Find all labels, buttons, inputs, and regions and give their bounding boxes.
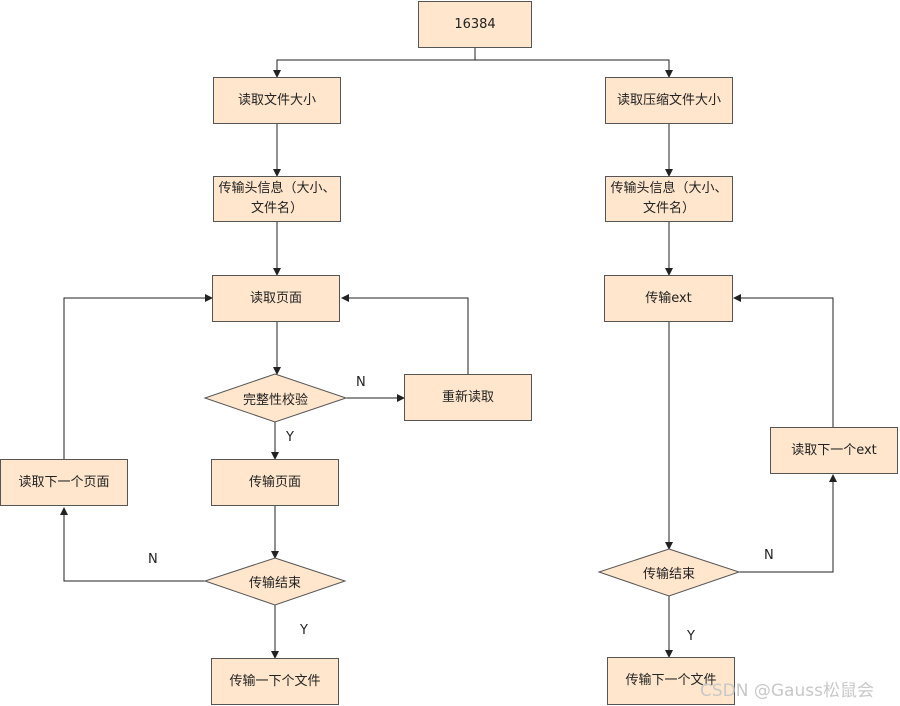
send-end-right-diamond xyxy=(597,548,741,597)
read-page-node: 读取页面 xyxy=(212,275,340,322)
read-compressed-size-label: 读取压缩文件大小 xyxy=(616,92,721,108)
send-next-file-right-label: 传输下一个文件 xyxy=(625,673,717,688)
reread-node: 重新读取 xyxy=(404,374,532,421)
send-next-file-left-label: 传输一下个文件 xyxy=(229,673,321,689)
integrity-check-label: 完整性校验 xyxy=(242,392,308,408)
integrity-check-diamond xyxy=(203,373,348,423)
edge-reread-to-read-page xyxy=(341,294,469,374)
read-next-page-node: 读取下一个页面 xyxy=(0,459,128,506)
integrity-check-label-box: 完整性校验 xyxy=(205,374,346,422)
read-next-page-label: 读取下一个页面 xyxy=(18,474,110,490)
edge-read-next-page-to-read-page xyxy=(63,294,213,459)
send-ext-node: 传输ext xyxy=(604,275,733,322)
send-end-left-label-box: 传输结束 xyxy=(205,558,345,605)
watermark-text: CSDN @Gauss松鼠会 xyxy=(700,681,874,701)
edge-root-to-read-size xyxy=(273,48,476,78)
send-end-right-yes-label: Y xyxy=(687,629,695,644)
send-end-left-yes-label: Y xyxy=(300,623,308,638)
read-page-label: 读取页面 xyxy=(249,290,302,306)
read-next-ext-node: 读取下一个ext xyxy=(770,427,898,474)
send-header-right-line1: 传输头信息（大小、 xyxy=(610,181,728,196)
send-header-right-line2: 文件名） xyxy=(642,201,695,216)
read-file-size-label: 读取文件大小 xyxy=(237,92,316,108)
integrity-check-no-label: N xyxy=(356,375,366,390)
reread-label: 重新读取 xyxy=(441,389,494,405)
edge-end-right-to-read-next-ext xyxy=(739,474,837,573)
read-next-ext-label: 读取下一个ext xyxy=(791,442,877,458)
root-node-label: 16384 xyxy=(454,16,496,32)
csdn-watermark: CSDN @Gauss松鼠会 xyxy=(700,676,874,701)
send-page-node: 传输页面 xyxy=(211,459,339,506)
send-end-left-label: 传输结束 xyxy=(248,576,301,591)
root-node: 16384 xyxy=(418,1,532,48)
edge-root-to-read-compressed-size xyxy=(474,48,673,78)
send-end-left-diamond xyxy=(203,557,347,606)
read-compressed-size-node: 读取压缩文件大小 xyxy=(605,77,733,124)
send-header-left-line2: 文件名） xyxy=(250,201,303,216)
read-file-size-node: 读取文件大小 xyxy=(213,77,341,124)
send-header-left-node: 传输头信息（大小、 文件名） xyxy=(213,176,341,222)
send-end-right-label-box: 传输结束 xyxy=(599,549,739,596)
edge-read-next-ext-to-send-ext xyxy=(733,294,834,427)
integrity-check-yes-label: Y xyxy=(286,430,294,445)
send-header-right-node: 传输头信息（大小、 文件名） xyxy=(605,176,733,222)
send-header-left-line1: 传输头信息（大小、 xyxy=(218,181,336,196)
send-end-right-no-label: N xyxy=(764,548,774,563)
send-end-right-label: 传输结束 xyxy=(642,567,695,582)
send-ext-label: 传输ext xyxy=(645,290,692,306)
send-end-left-no-label: N xyxy=(148,552,158,567)
send-page-label: 传输页面 xyxy=(248,474,301,490)
send-next-file-right-node: 传输下一个文件 xyxy=(607,657,735,705)
send-next-file-left-node: 传输一下个文件 xyxy=(211,658,339,705)
edge-end-left-to-read-next-page xyxy=(60,507,205,582)
